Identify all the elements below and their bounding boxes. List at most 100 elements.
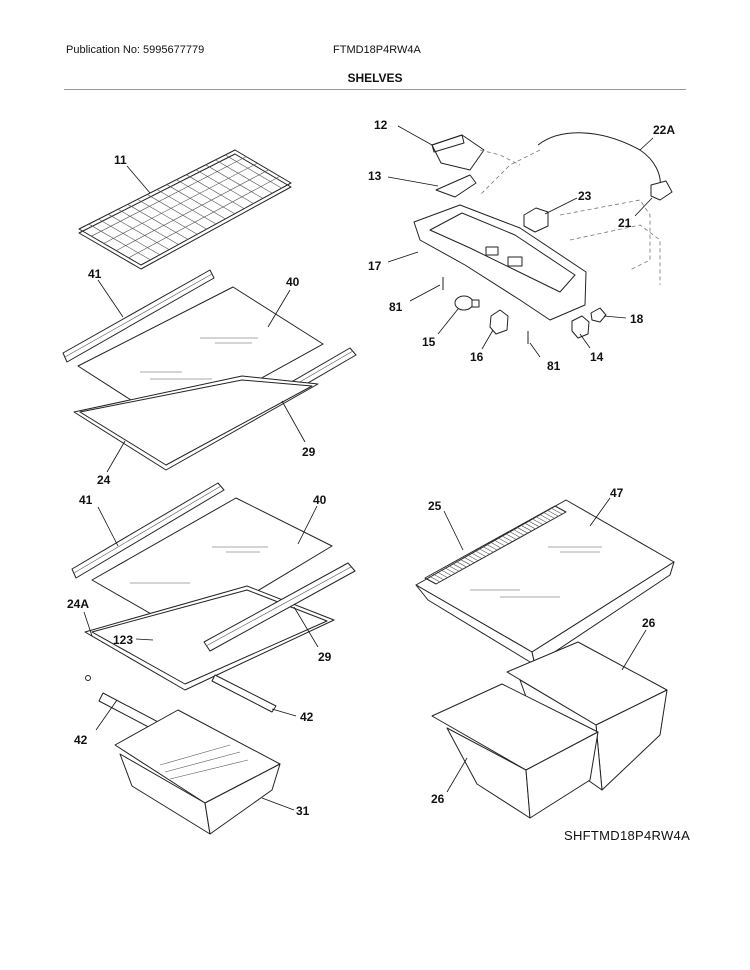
callout-15: 15 (422, 335, 436, 349)
part-14-switch (571, 315, 590, 339)
wire-rod (117, 208, 179, 245)
wire-rod (137, 199, 198, 235)
callout-81-right: 81 (547, 359, 561, 373)
vent-slat (551, 507, 563, 515)
vent-slat (543, 512, 555, 519)
callout-81-left: 81 (389, 300, 403, 314)
vent-slat (459, 558, 471, 566)
part-81-screws (442, 277, 529, 344)
part-21-connector (650, 180, 673, 201)
wire-rod (176, 179, 235, 215)
vent-slat (531, 518, 544, 525)
vent-slat (489, 541, 502, 549)
callout-29-lower: 29 (318, 650, 332, 664)
part-31-drawer (114, 709, 281, 835)
callout-13: 13 (368, 169, 382, 183)
callout-16: 16 (470, 350, 484, 364)
vent-slat (539, 514, 551, 521)
vent-slat (432, 573, 444, 581)
callout-24A: 24A (67, 597, 89, 611)
callout-41-upper: 41 (88, 267, 102, 281)
vent-slat (482, 545, 494, 553)
part-41-lower-rail (71, 482, 225, 579)
callout-labels: 11 41 40 29 24 41 40 24A 123 29 42 42 31… (67, 118, 675, 818)
callout-14: 14 (590, 350, 604, 364)
vent-slat (486, 543, 498, 551)
vent-slat (501, 535, 513, 542)
callout-22A: 22A (653, 123, 675, 137)
wire-rod (156, 189, 217, 225)
wire-rod (98, 218, 160, 256)
part-16-socket (489, 309, 509, 335)
vent-slat (447, 565, 460, 572)
part-13-damper (435, 174, 477, 198)
part-17-housing (413, 204, 587, 321)
wire-rod (127, 204, 189, 240)
callout-12: 12 (374, 118, 388, 132)
vent-slat (535, 516, 548, 523)
mounting-guides (479, 149, 661, 285)
vent-slat (474, 550, 486, 557)
drawing-code: SHFTMD18P4RW4A (564, 828, 691, 843)
vent-slat (466, 554, 479, 561)
header-divider (64, 89, 686, 90)
part-11-wire-shelf (78, 149, 292, 270)
vent-slat (443, 567, 456, 574)
callout-21: 21 (618, 216, 632, 230)
vent-slat (505, 533, 517, 540)
callout-23: 23 (578, 189, 592, 203)
part-12-control-knob (431, 134, 485, 171)
callout-42-right: 42 (300, 710, 314, 724)
wire-rod (195, 169, 254, 204)
callout-18: 18 (630, 312, 644, 326)
wire-rod (186, 174, 245, 209)
leader-lines (83, 125, 654, 811)
callout-42-left: 42 (74, 733, 88, 747)
wire-rod (205, 164, 264, 199)
vent-slat (497, 537, 509, 545)
part-23-thermostat (523, 207, 549, 233)
vent-slat (470, 552, 483, 559)
callout-26-right: 26 (642, 616, 656, 630)
callout-11: 11 (114, 153, 127, 167)
vent-slat (528, 520, 540, 528)
callout-123: 123 (113, 633, 133, 647)
vent-slat (478, 548, 490, 555)
wire-rod (215, 159, 273, 194)
wire-rod (88, 223, 151, 261)
vent-slat (547, 509, 559, 517)
callout-26-left: 26 (431, 792, 445, 806)
callout-31: 31 (296, 804, 310, 818)
wire-crossbar (128, 176, 280, 259)
vent-slat (440, 569, 452, 576)
vent-slat (516, 526, 528, 534)
wire-crossbar (116, 169, 269, 251)
vent-slat (455, 560, 467, 568)
vent-slat (428, 575, 440, 583)
callout-40-upper: 40 (286, 275, 300, 289)
vent-slat (436, 571, 448, 578)
model-number: FTMD18P4RW4A (333, 44, 421, 56)
vent-slat (493, 539, 505, 547)
vent-slat (463, 556, 475, 564)
vent-slat (520, 524, 532, 532)
vent-slat (451, 562, 463, 570)
callout-24: 24 (97, 473, 111, 487)
part-25-vent-grille (424, 505, 567, 585)
publication-number: Publication No: 5995677779 (66, 44, 205, 56)
callout-17: 17 (368, 259, 382, 273)
callout-41-lower: 41 (79, 493, 93, 507)
part-24-upper-frame (73, 375, 319, 471)
vent-slat (508, 531, 521, 538)
vent-slat (524, 522, 536, 530)
callout-29-upper: 29 (302, 445, 316, 459)
part-22A-harness (479, 132, 661, 196)
callout-47: 47 (610, 486, 624, 500)
wire-rod (166, 184, 226, 220)
part-29-lower-rail (203, 562, 356, 652)
part-47-crisper-cover (415, 499, 675, 666)
wire-crossbar (91, 156, 247, 237)
vent-slat (512, 529, 525, 536)
callout-25: 25 (428, 499, 442, 513)
